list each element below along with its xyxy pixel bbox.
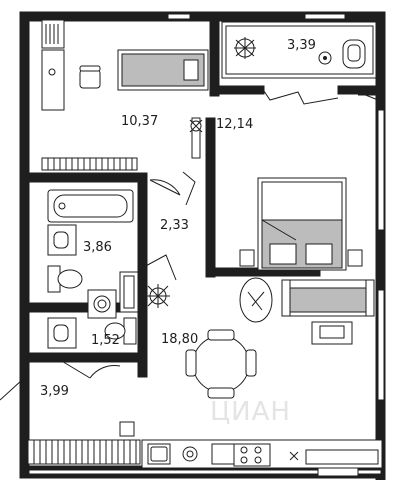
- plant-icon: [146, 284, 170, 308]
- wc-furniture: [47, 317, 137, 349]
- rug-icon: [239, 277, 273, 323]
- entrance-furniture: [27, 421, 141, 465]
- bathtub-icon: [47, 189, 134, 223]
- sofa-icon: [281, 279, 375, 317]
- area-hall: 2,33: [160, 218, 189, 233]
- stove-icon: [233, 443, 271, 467]
- windows: [167, 13, 385, 477]
- washing-machine-icon: [87, 271, 139, 319]
- area-balcony: 3,39: [287, 38, 316, 53]
- desk-icon: [311, 321, 353, 345]
- doors: [0, 87, 339, 401]
- area-bedroom: 12,14: [216, 117, 253, 132]
- armchair-icon: [342, 39, 366, 69]
- outer-walls: [19, 11, 386, 480]
- balcony-furniture: [234, 37, 366, 69]
- ceiling-lamp: [357, 91, 379, 101]
- area-kitchen-room: 10,37: [121, 114, 158, 129]
- watermark: ЦИАН: [210, 397, 291, 427]
- toilet-icon: [47, 265, 83, 293]
- area-wc: 1,52: [91, 333, 120, 348]
- bed-icon: [239, 177, 363, 271]
- sink-icon: [147, 443, 171, 465]
- plant-icon: [234, 37, 256, 59]
- area-entrance-hall: 3,99: [40, 384, 69, 399]
- plant-icon: [189, 117, 203, 159]
- area-bathroom: 3,86: [83, 240, 112, 255]
- kitchen-furniture: [41, 19, 209, 171]
- area-living-room: 18,80: [161, 332, 198, 347]
- sink-icon: [47, 224, 77, 256]
- kitchen-counter: [141, 439, 383, 469]
- dining-table-icon: [185, 329, 257, 399]
